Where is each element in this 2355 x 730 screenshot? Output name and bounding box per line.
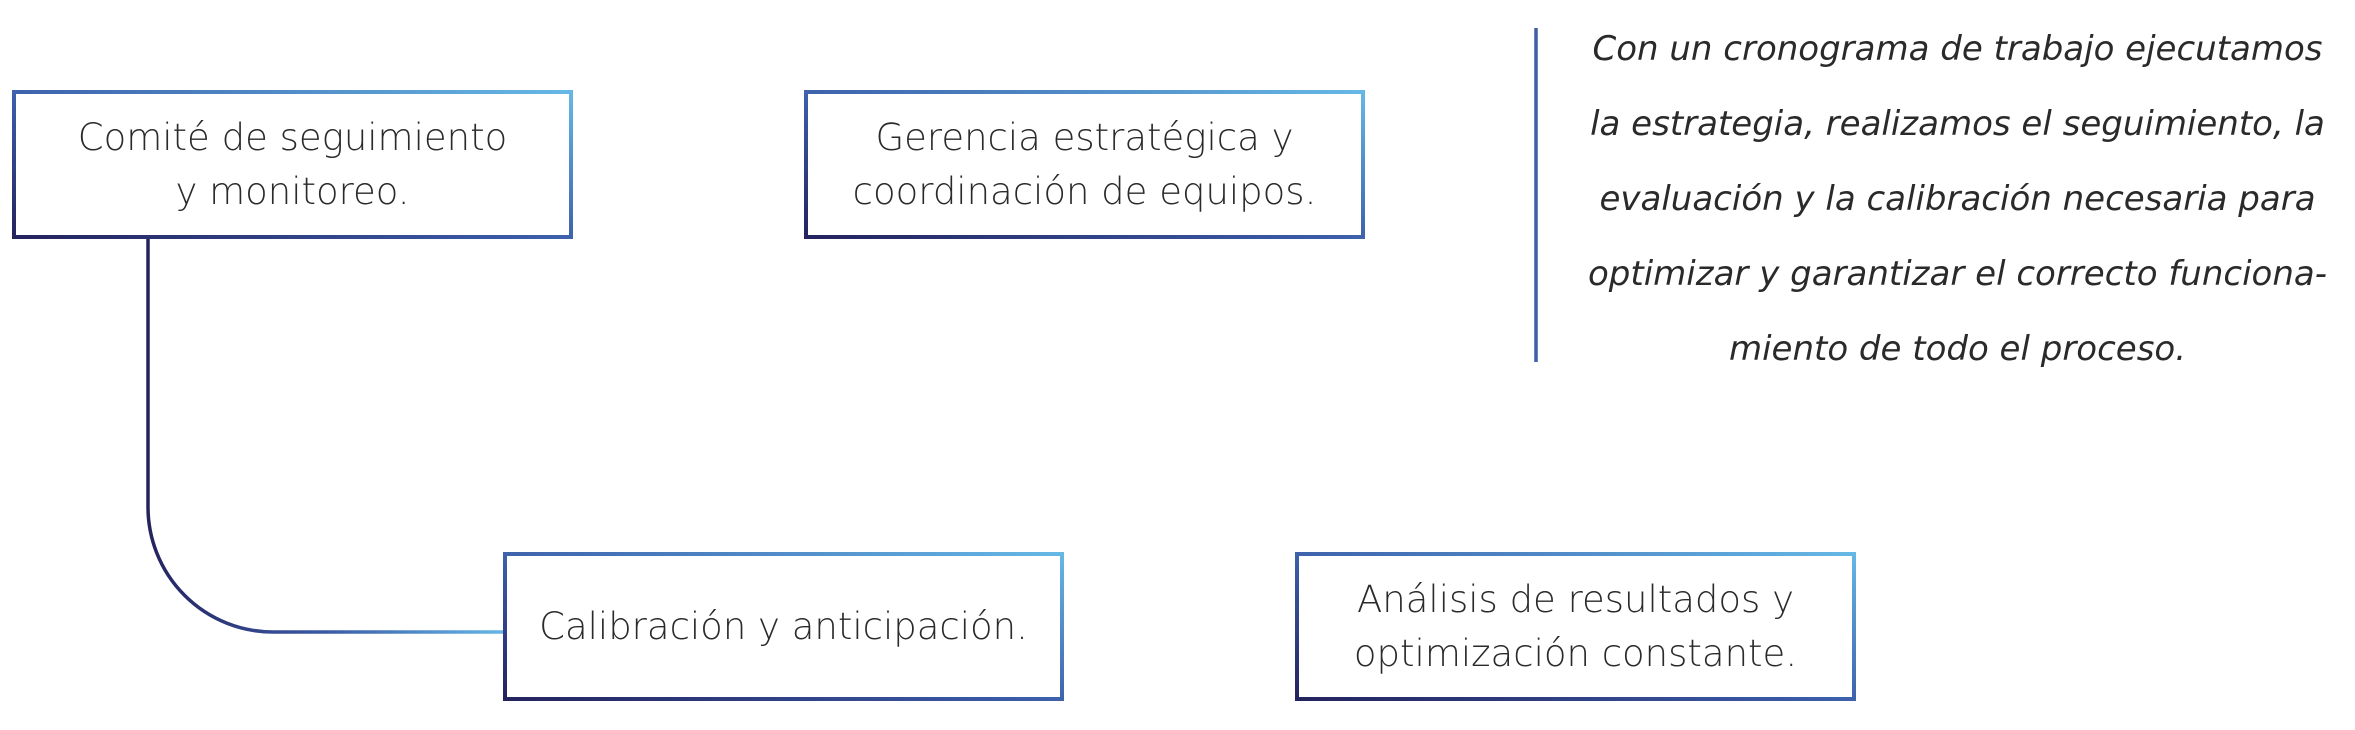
calibration-label: Calibración y anticipación. <box>539 604 1028 648</box>
committee-box-border <box>12 90 573 239</box>
connector-committee-calibration <box>146 237 505 634</box>
calibration-box-border <box>503 552 1064 701</box>
management-label-line-1: Gerencia estratégica y <box>875 115 1294 159</box>
calibration-box: Calibración y anticipación. <box>507 556 1060 697</box>
management-box: Gerencia estratégica y coordinación de e… <box>808 94 1361 235</box>
committee-label-line-1: Comité de seguimiento <box>77 115 508 159</box>
management-label-line-2: coordinación de equipos. <box>852 169 1317 213</box>
description-line-2: la estrategia, realizamos el seguimiento… <box>1590 104 2325 144</box>
analysis-label-line-2: optimización constante. <box>1353 631 1798 675</box>
committee-label-line-2: y monitoreo. <box>175 169 410 213</box>
description-line-4: optimizar y garantizar el correcto funci… <box>1588 254 2327 294</box>
analysis-label-line-1: Análisis de resultados y <box>1356 577 1794 621</box>
analysis-box: Análisis de resultados y optimización co… <box>1299 556 1852 697</box>
description-line-5: miento de todo el proceso. <box>1728 329 2187 369</box>
analysis-box-border <box>1295 552 1856 701</box>
description-line-3: evaluación y la calibración necesaria pa… <box>1599 179 2316 219</box>
process-description: Con un cronograma de trabajo ejecutamos … <box>1560 12 2355 387</box>
committee-box: Comité de seguimiento y monitoreo. <box>16 94 569 235</box>
description-line-1: Con un cronograma de trabajo ejecutamos <box>1592 29 2323 69</box>
management-box-border <box>804 90 1365 239</box>
